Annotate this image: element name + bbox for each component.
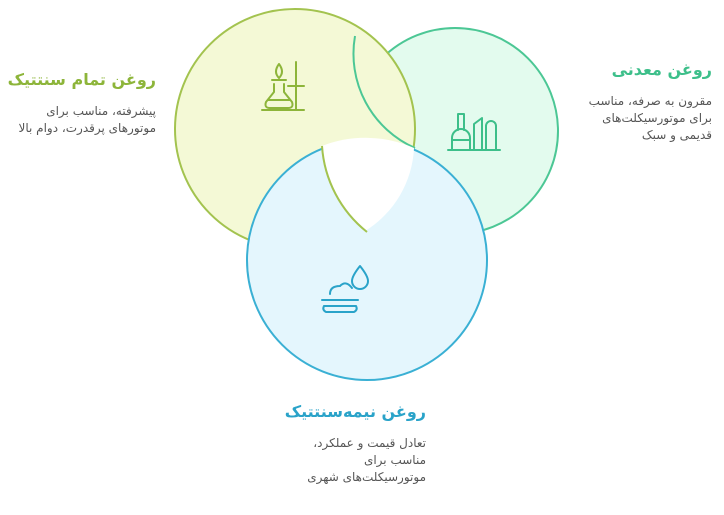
mineral-title: روغن معدنی xyxy=(611,60,712,79)
full-synthetic-label: روغن تمام سنتتیک پیشرفته، مناسب برای موت… xyxy=(8,70,156,137)
mineral-desc-line: مقرون به صرفه، مناسب xyxy=(588,94,712,108)
full-synthetic-desc-line: پیشرفته، مناسب برای xyxy=(46,104,156,118)
semi-synthetic-desc-line: موتورسیکلت‌های شهری xyxy=(307,470,426,484)
semi-synthetic-desc-line: تعادل قیمت و عملکرد، xyxy=(313,436,426,450)
full-synthetic-description: پیشرفته، مناسب برای موتورهای پرقدرت، دوا… xyxy=(8,103,156,137)
semi-synthetic-label: روغن نیمه‌سنتتیک تعادل قیمت و عملکرد، من… xyxy=(284,402,426,486)
mineral-label: روغن معدنی مقرون به صرفه، مناسب برای موت… xyxy=(572,60,712,144)
full-synthetic-title: روغن تمام سنتتیک xyxy=(7,70,156,89)
mineral-description: مقرون به صرفه، مناسب برای موتورسیکلت‌های… xyxy=(572,93,712,144)
mineral-circle-arc xyxy=(352,35,416,149)
semi-synthetic-description: تعادل قیمت و عملکرد، مناسب برای موتورسیک… xyxy=(290,435,426,486)
mineral-desc-line: قدیمی و سبک xyxy=(641,128,712,142)
semi-synthetic-desc-line: مناسب برای xyxy=(363,453,426,467)
flask-burner-icon xyxy=(261,61,305,111)
semi-synthetic-title: روغن نیمه‌سنتتیک xyxy=(284,402,426,421)
oil-drop-icon xyxy=(321,265,369,313)
refinery-icon xyxy=(447,113,501,151)
full-synthetic-circle-arc xyxy=(321,145,368,233)
full-synthetic-desc-line: موتورهای پرقدرت، دوام بالا xyxy=(18,121,156,135)
mineral-desc-line: برای موتورسیکلت‌های xyxy=(602,111,712,125)
